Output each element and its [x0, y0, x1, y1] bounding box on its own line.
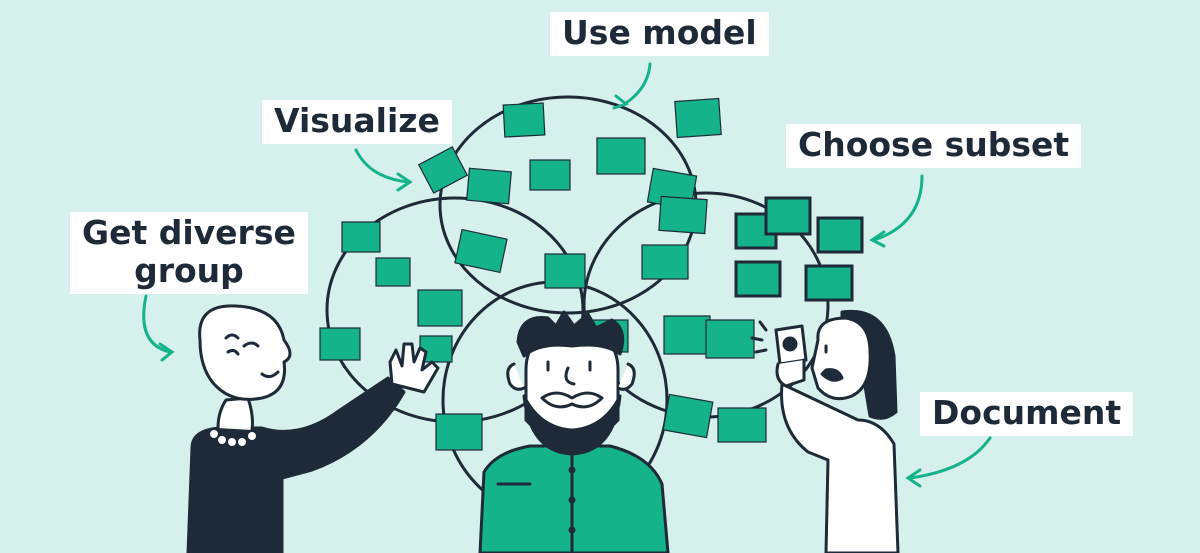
torso-white [780, 382, 900, 553]
sticky-note [734, 260, 782, 298]
label-document-text: Document [932, 393, 1122, 432]
sticky-note [717, 407, 767, 443]
sticky-note [454, 228, 508, 274]
arrow-head [158, 342, 175, 362]
moustache [540, 391, 604, 409]
necklace [208, 428, 258, 448]
arrow-head [905, 468, 922, 488]
eyes [546, 360, 592, 372]
person-left [186, 304, 440, 553]
arrow-head [869, 230, 886, 248]
arrow-get-diverse-group [142, 294, 172, 354]
nose [564, 366, 576, 386]
subset-cluster [734, 196, 864, 302]
arrow-visualize [354, 148, 410, 184]
shirt-buttons [568, 466, 576, 534]
arrow-use-model [624, 62, 652, 105]
label-use-model: Use model [550, 12, 769, 56]
ear-left [224, 333, 240, 356]
sticky-note [764, 196, 812, 236]
person-right [750, 309, 900, 553]
head [198, 304, 292, 401]
label-visualize-text: Visualize [274, 101, 440, 140]
arrow-document [908, 436, 992, 480]
label-choose-subset-text: Choose subset [798, 125, 1070, 164]
label-use-model-text: Use model [562, 13, 757, 52]
sticky-note [596, 137, 646, 175]
sticky-note [435, 413, 483, 451]
camera-flash [750, 320, 768, 354]
arrow-choose-subset [872, 174, 924, 242]
mouth-left [260, 370, 280, 379]
sticky-note [319, 327, 361, 361]
sticky-notes [319, 97, 767, 451]
label-visualize: Visualize [262, 100, 452, 144]
sticky-note [662, 393, 714, 439]
person-middle [478, 310, 670, 553]
arrows [142, 62, 992, 488]
camera-lens [782, 336, 798, 352]
sticky-note [804, 264, 854, 302]
sticky-note [375, 257, 411, 287]
sticky-note [529, 159, 571, 191]
sticky-note [674, 97, 722, 139]
hair [516, 310, 625, 358]
label-choose-subset: Choose subset [786, 124, 1082, 168]
label-document: Document [920, 392, 1134, 436]
sticky-note [341, 221, 381, 253]
sticky-note [816, 216, 864, 254]
ears [506, 362, 636, 391]
raised-hand [388, 342, 440, 394]
mouth-right [820, 368, 844, 382]
torso-dark [186, 376, 406, 553]
label-get-diverse-group: Get diverse group [70, 212, 308, 294]
sticky-note [544, 253, 586, 289]
label-get-diverse-group-line2: group [134, 251, 244, 290]
hands-right [775, 358, 806, 388]
sticky-note [417, 146, 469, 194]
sticky-note [641, 244, 689, 280]
face-right [810, 316, 872, 401]
arrow-head [396, 172, 413, 192]
neck [216, 396, 254, 432]
sticky-note [658, 195, 708, 235]
beard [522, 394, 622, 456]
sticky-note [663, 315, 711, 355]
sticky-note [466, 167, 512, 205]
label-get-diverse-group-line1: Get diverse [82, 213, 296, 252]
eye-left [242, 341, 260, 348]
arrow-head [612, 94, 630, 110]
sticky-note [417, 289, 463, 327]
sticky-note [705, 319, 755, 359]
sticky-note [502, 102, 546, 138]
